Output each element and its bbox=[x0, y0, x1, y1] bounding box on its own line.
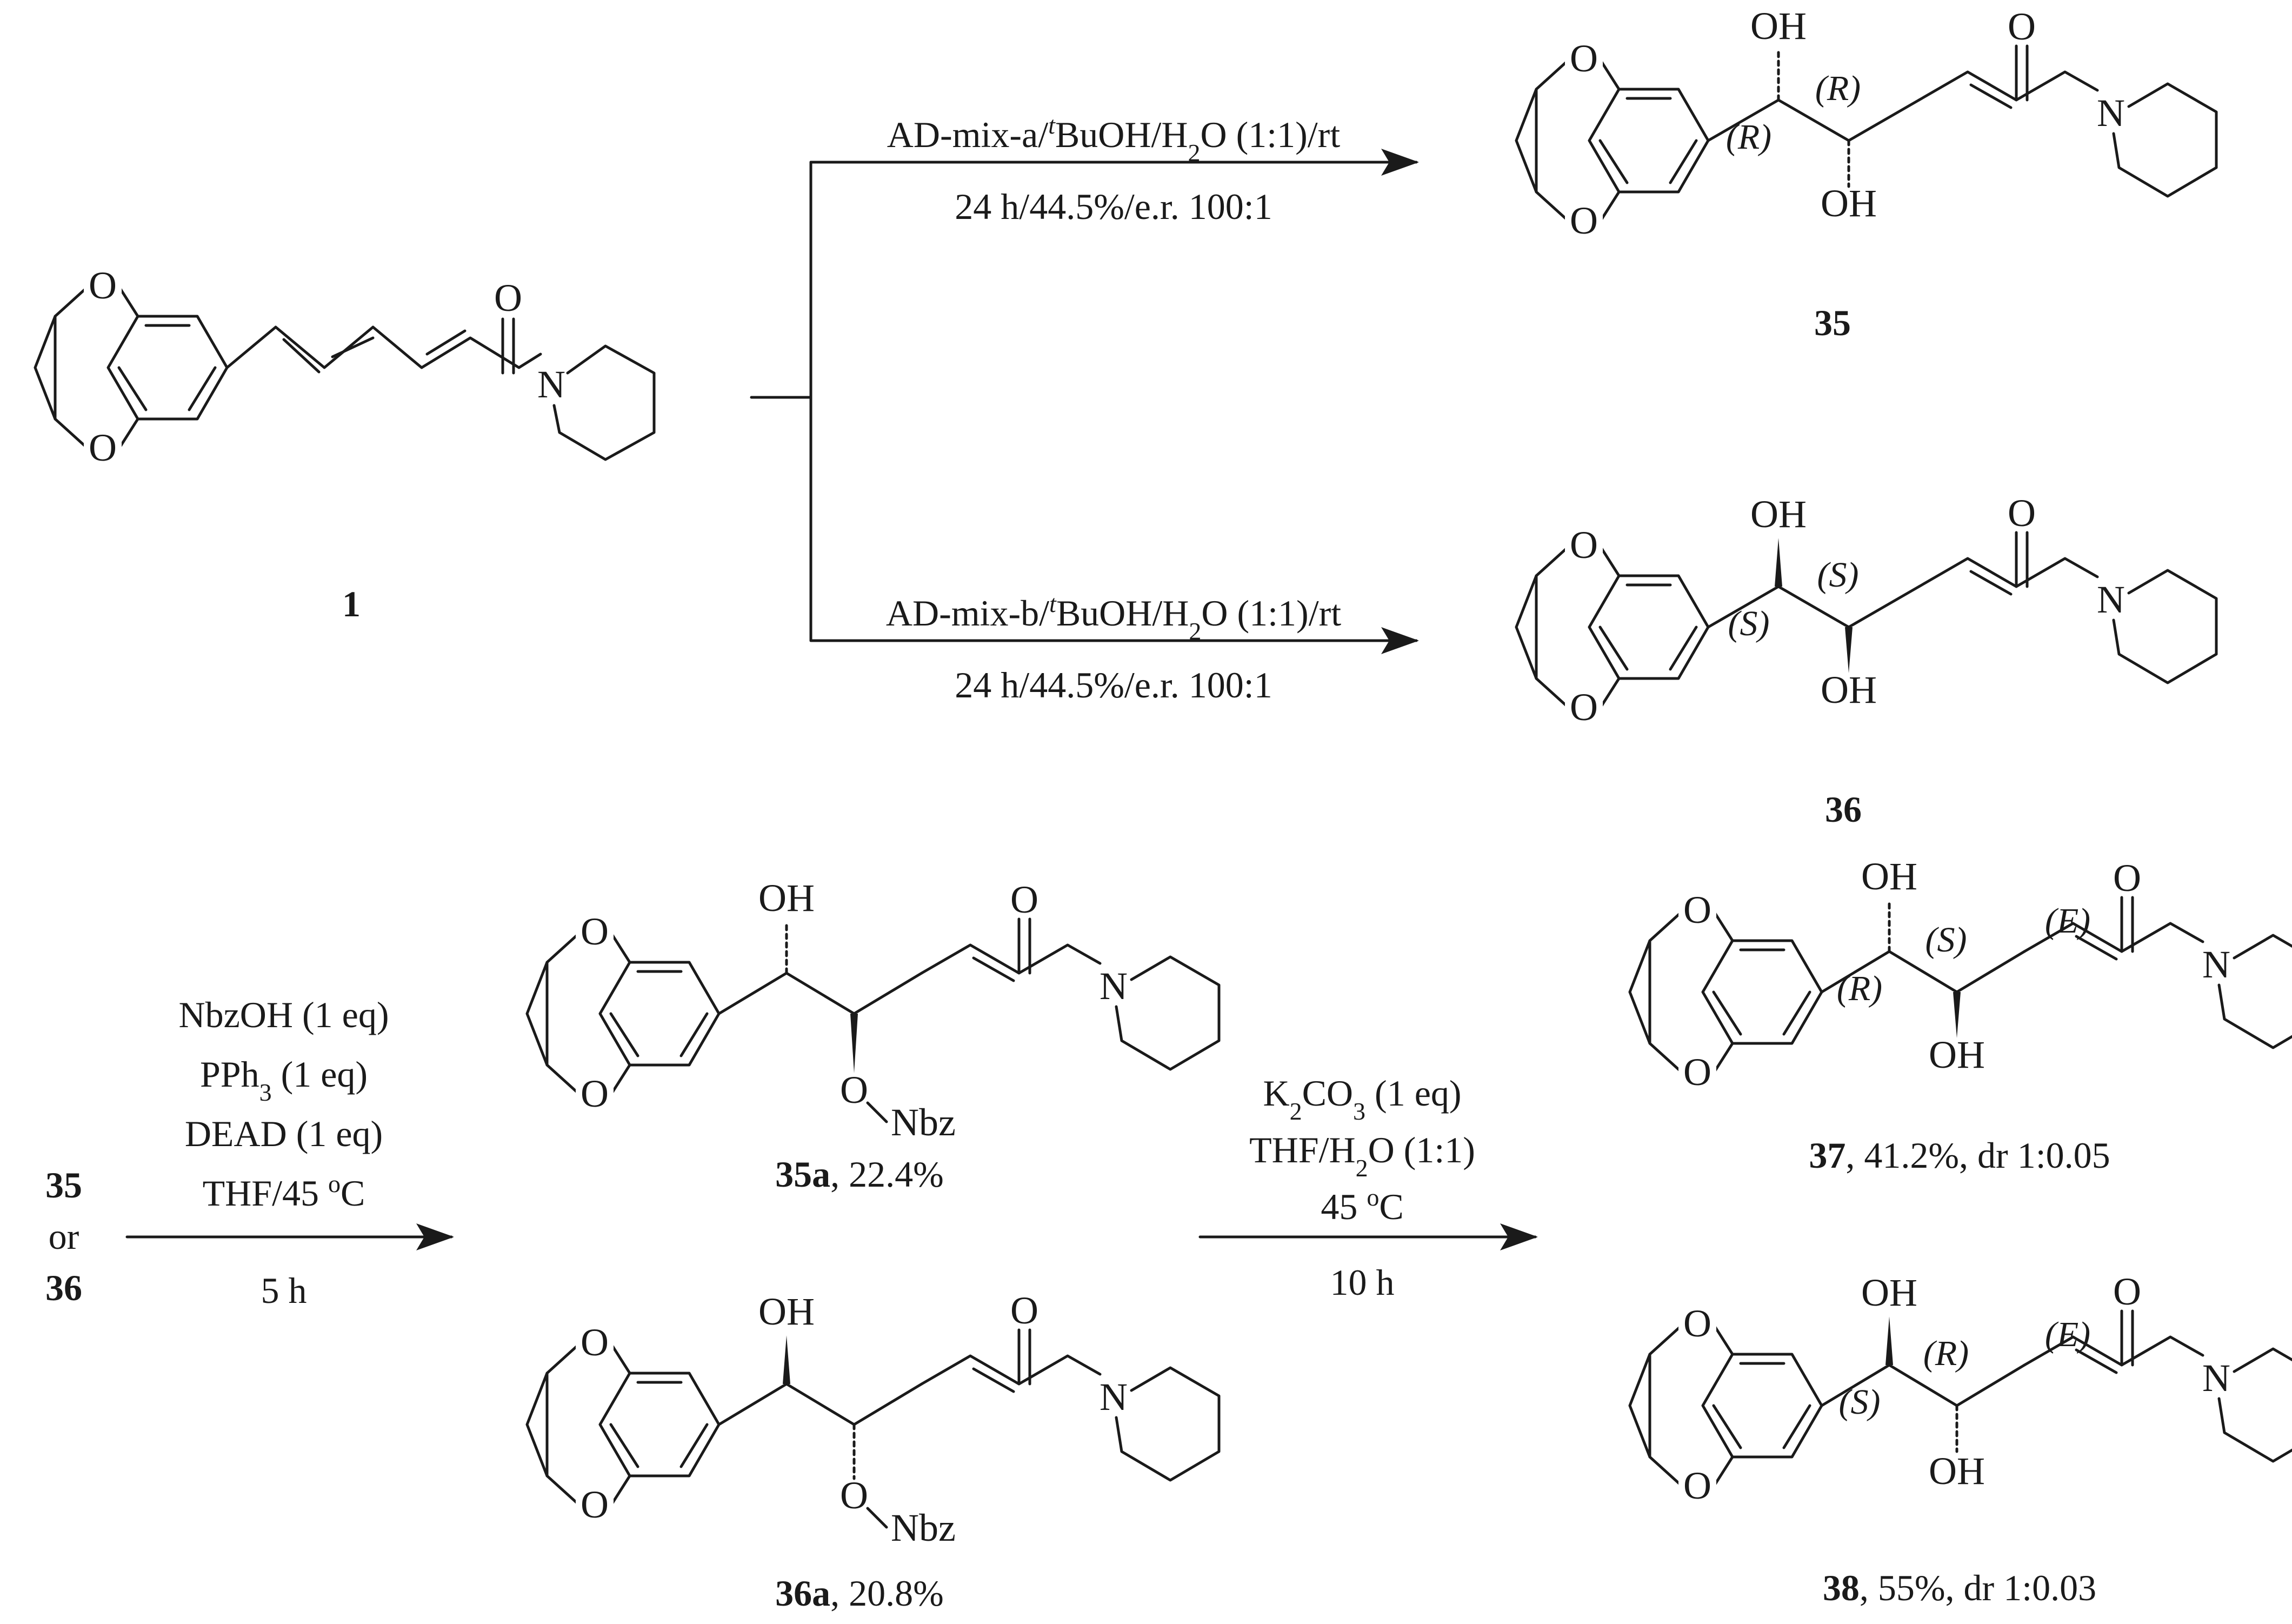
compound-1-label: 1 bbox=[342, 583, 361, 624]
stereo-label: (R) bbox=[1815, 69, 1861, 108]
stereo-label: (S) bbox=[1817, 555, 1859, 595]
stereo-label: (R) bbox=[1837, 969, 1882, 1008]
compound-36a-label: 36a, 20.8% bbox=[775, 1573, 944, 1614]
reaction-4-reagent: K2CO3 (1 eq) bbox=[1263, 1073, 1461, 1125]
reaction-3-reagent-3: DEAD (1 eq) bbox=[185, 1113, 383, 1154]
amide-nitrogen: N bbox=[537, 363, 565, 406]
hydroxyl-group: OH bbox=[1861, 855, 1917, 898]
reaction-1-conditions: 24 h/44.5%/e.r. 100:1 bbox=[955, 186, 1272, 227]
hydroxyl-group: OH bbox=[1929, 1033, 1985, 1076]
reaction-4-solvent: THF/H2O (1:1) bbox=[1249, 1129, 1475, 1182]
stereo-label: (S) bbox=[1925, 920, 1967, 960]
nbz-group: Nbz bbox=[891, 1101, 956, 1144]
compound-35a-label: 35a, 22.4% bbox=[775, 1154, 944, 1195]
hydroxyl-group: OH bbox=[1750, 4, 1807, 48]
start-35: 35 bbox=[45, 1164, 82, 1206]
ester-oxygen: O bbox=[840, 1068, 868, 1111]
compound-38-label: 38, 55%, dr 1:0.03 bbox=[1823, 1567, 2096, 1608]
nbz-group: Nbz bbox=[891, 1506, 956, 1549]
compound-1-structure: O N bbox=[35, 264, 656, 469]
reaction-2-reagents: AD-mix-b/tBuOH/H2O (1:1)/rt bbox=[886, 590, 1341, 645]
hydroxyl-group: OH bbox=[1861, 1271, 1917, 1314]
hydroxyl-group: OH bbox=[758, 876, 815, 920]
stereo-label: (S) bbox=[1728, 604, 1770, 643]
reaction-3-solvent: THF/45 oC bbox=[203, 1170, 365, 1214]
compound-35-structure: OH OH (R) (R) bbox=[1516, 4, 2216, 242]
compound-36a-structure: OH O Nbz bbox=[527, 1289, 1219, 1549]
start-36: 36 bbox=[45, 1267, 82, 1308]
reaction-3-reagent-1: NbzOH (1 eq) bbox=[179, 994, 389, 1035]
compound-37-structure: OH OH (R) (S) (E) bbox=[1630, 855, 2292, 1094]
hydroxyl-group: OH bbox=[1821, 668, 1877, 711]
reaction-3-time: 5 h bbox=[261, 1270, 307, 1311]
compound-38-structure: OH OH (S) (R) (E) bbox=[1630, 1270, 2292, 1507]
hydroxyl-group: OH bbox=[1929, 1449, 1985, 1493]
compound-36-label: 36 bbox=[1825, 789, 1862, 830]
compound-37-label: 37, 41.2%, dr 1:0.05 bbox=[1809, 1135, 2110, 1176]
hydroxyl-group: OH bbox=[1750, 492, 1807, 536]
reaction-4-temperature: 45 oC bbox=[1321, 1183, 1403, 1228]
stereo-label: (S) bbox=[1839, 1382, 1881, 1422]
reaction-1-reagents: AD-mix-a/tBuOH/H2O (1:1)/rt bbox=[887, 111, 1341, 167]
compound-35a-structure: OH O Nbz bbox=[527, 876, 1219, 1144]
ester-oxygen: O bbox=[840, 1474, 868, 1517]
start-or: or bbox=[49, 1216, 79, 1257]
reaction-2-conditions: 24 h/44.5%/e.r. 100:1 bbox=[955, 664, 1272, 705]
compound-36-structure: OH OH (S) (S) bbox=[1516, 491, 2216, 729]
carbonyl-oxygen: O bbox=[494, 276, 522, 320]
hydroxyl-group: OH bbox=[758, 1290, 815, 1333]
stereo-label: (R) bbox=[1923, 1334, 1969, 1373]
reaction-4-time: 10 h bbox=[1330, 1262, 1395, 1303]
hydroxyl-group: OH bbox=[1821, 182, 1877, 225]
stereo-label: (R) bbox=[1726, 117, 1771, 157]
compound-35-label: 35 bbox=[1814, 302, 1851, 343]
reaction-3-reagent-2: PPh3 (1 eq) bbox=[200, 1054, 368, 1106]
